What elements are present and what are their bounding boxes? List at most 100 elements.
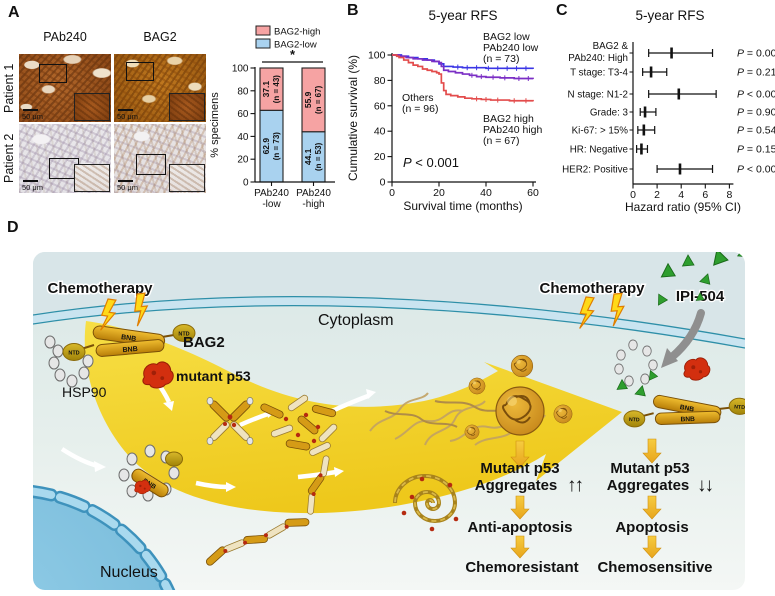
inhibition-arrow [668,309,705,361]
c-row-label: T stage: T3-4 [570,68,628,79]
b-series-legend: Others [402,92,434,104]
c-x-tick-label: 0 [630,189,636,201]
nucleus-label: Nucleus [100,564,158,581]
a-legend-swatch [255,25,271,36]
inhibition-arrowhead [661,348,678,368]
c-row-label: Grade: 3 [590,108,629,119]
c-p-value: P = 0.906 [737,107,775,119]
a-x-category-label: -low [262,199,281,210]
c-row-label: Ki-67: > 15% [572,126,629,137]
bnb-domain-label: BNB [679,404,695,414]
ihc-image-patient1-bag2: 50 μm [114,54,206,122]
b-y-tick-label: 40 [374,126,386,138]
b-series-legend: BAG2 low [483,31,530,43]
p53-tetramer-complex [206,397,254,445]
b-survival-curve [392,54,534,102]
up-arrows-icon: ↑↑ [567,475,582,496]
a-y-tick-label: 80 [237,86,249,97]
ihc-roi-box [126,62,154,81]
a-y-tick-label: 40 [237,132,249,143]
a-bar-label-group: 37.1(n = 43) [261,75,281,104]
c-p-value: P = 0.543 [737,125,775,137]
c-x-tick-label: 8 [726,189,732,201]
a-bar-n: (n = 73) [272,132,281,161]
scale-bar [118,109,133,111]
a-legend-swatch [255,38,271,49]
p53-oligomer-network [259,393,339,458]
b-series-legend: PAb240 low [483,42,539,54]
bnb-domain-label: BNB [122,346,138,354]
hsp90-label: HSP90 [62,384,107,400]
scale-bar-label: 50 μm [22,183,43,192]
b-series-legend: (n = 73) [483,53,519,65]
b-x-tick-label: 40 [480,187,492,199]
a-bar-segment-high [301,67,326,133]
scale-bar [23,109,38,111]
ihc-row-label-patient2: Patient 2 [2,133,16,184]
ihc-inset-zoom [74,93,110,121]
ntd-domain-label: NTD [68,351,79,357]
ihc-roi-box [39,64,67,83]
p53-short-chain [306,454,330,515]
anti-apoptosis-label: Anti-apoptosis [468,519,573,536]
scale-bar-label: 50 μm [22,112,43,121]
a-y-axis-title: % specimens [209,92,221,158]
ntd-domain-label: NTD [629,417,640,424]
b-series-legend: (n = 67) [483,135,519,147]
extracellular-region [33,252,745,339]
c-x-tick-label: 4 [678,189,684,201]
p53-aggregate-small [464,424,480,440]
ihc-inset-zoom [169,93,205,121]
a-x-category-label: PAb240 [254,188,289,199]
b-y-axis-title: Cumulative survival (%) [346,55,360,181]
a-y-tick-label: 20 [237,155,249,166]
right-outcome-line1: Mutant p53 [610,460,689,477]
a-bar-segment-high [259,67,284,111]
right-outcome-line2: Aggregates [607,477,690,494]
c-row-label: HR: Negative [570,145,629,156]
aggregation-pathway-arrow [84,321,622,514]
b-x-axis-title: Survival time (months) [403,199,522,213]
b-x-tick-label: 20 [433,187,445,199]
scale-bar-label: 50 μm [117,183,138,192]
bag2-label: BAG2 [183,334,225,351]
a-bar-n: (n = 43) [272,75,281,104]
chemotherapy-right-label: Chemotherapy [539,280,645,297]
c-p-value: P = 0.216 [737,67,775,79]
membrane-inner-line [33,305,745,349]
plasma-membrane [33,296,745,348]
c-x-tick-label: 2 [654,189,660,201]
a-bar-value: 55.9 [303,91,313,108]
cytoplasm-label: Cytoplasm [318,312,394,329]
down-arrows-icon: ↓↓ [697,475,712,496]
b-title: 5-year RFS [428,8,497,23]
c-row-label: PAb240: High [568,53,628,64]
a-bar-label-group: 62.9(n = 73) [261,132,281,161]
nucleus-body [33,490,185,590]
bag2-dimer-right: BNB BNB NTD NTD [623,394,745,428]
a-x-category-label: -high [302,199,324,210]
a-bar-n: (n = 53) [314,142,323,171]
a-bar-label-group: 44.1(n = 53) [303,142,323,171]
c-title: 5-year RFS [635,8,704,23]
a-x-category-label: PAb240 [296,188,331,199]
chemoresistant-label: Chemoresistant [465,559,578,576]
a-bar-value: 62.9 [261,138,271,155]
panel-d-schematic: Nucleus Cytoplasm HSP90 [33,252,745,590]
ihc-image-patient2-bag2: 50 μm [114,124,206,193]
c-p-value: P < 0.001 [737,89,775,101]
left-outcome-arrows [510,440,530,559]
a-y-tick-label: 100 [232,64,249,75]
a-bar-value: 37.1 [261,81,271,98]
ihc-inset-zoom [169,164,205,192]
b-y-tick-label: 60 [374,100,386,112]
p53-amyloid-spiral [393,474,459,532]
right-outcome-arrows [642,438,662,559]
a-significance-star: * [290,47,296,62]
membrane-outer-line [33,296,745,340]
a-bar-n: (n = 67) [314,85,323,114]
ntd-domain-label: NTD [178,332,189,338]
